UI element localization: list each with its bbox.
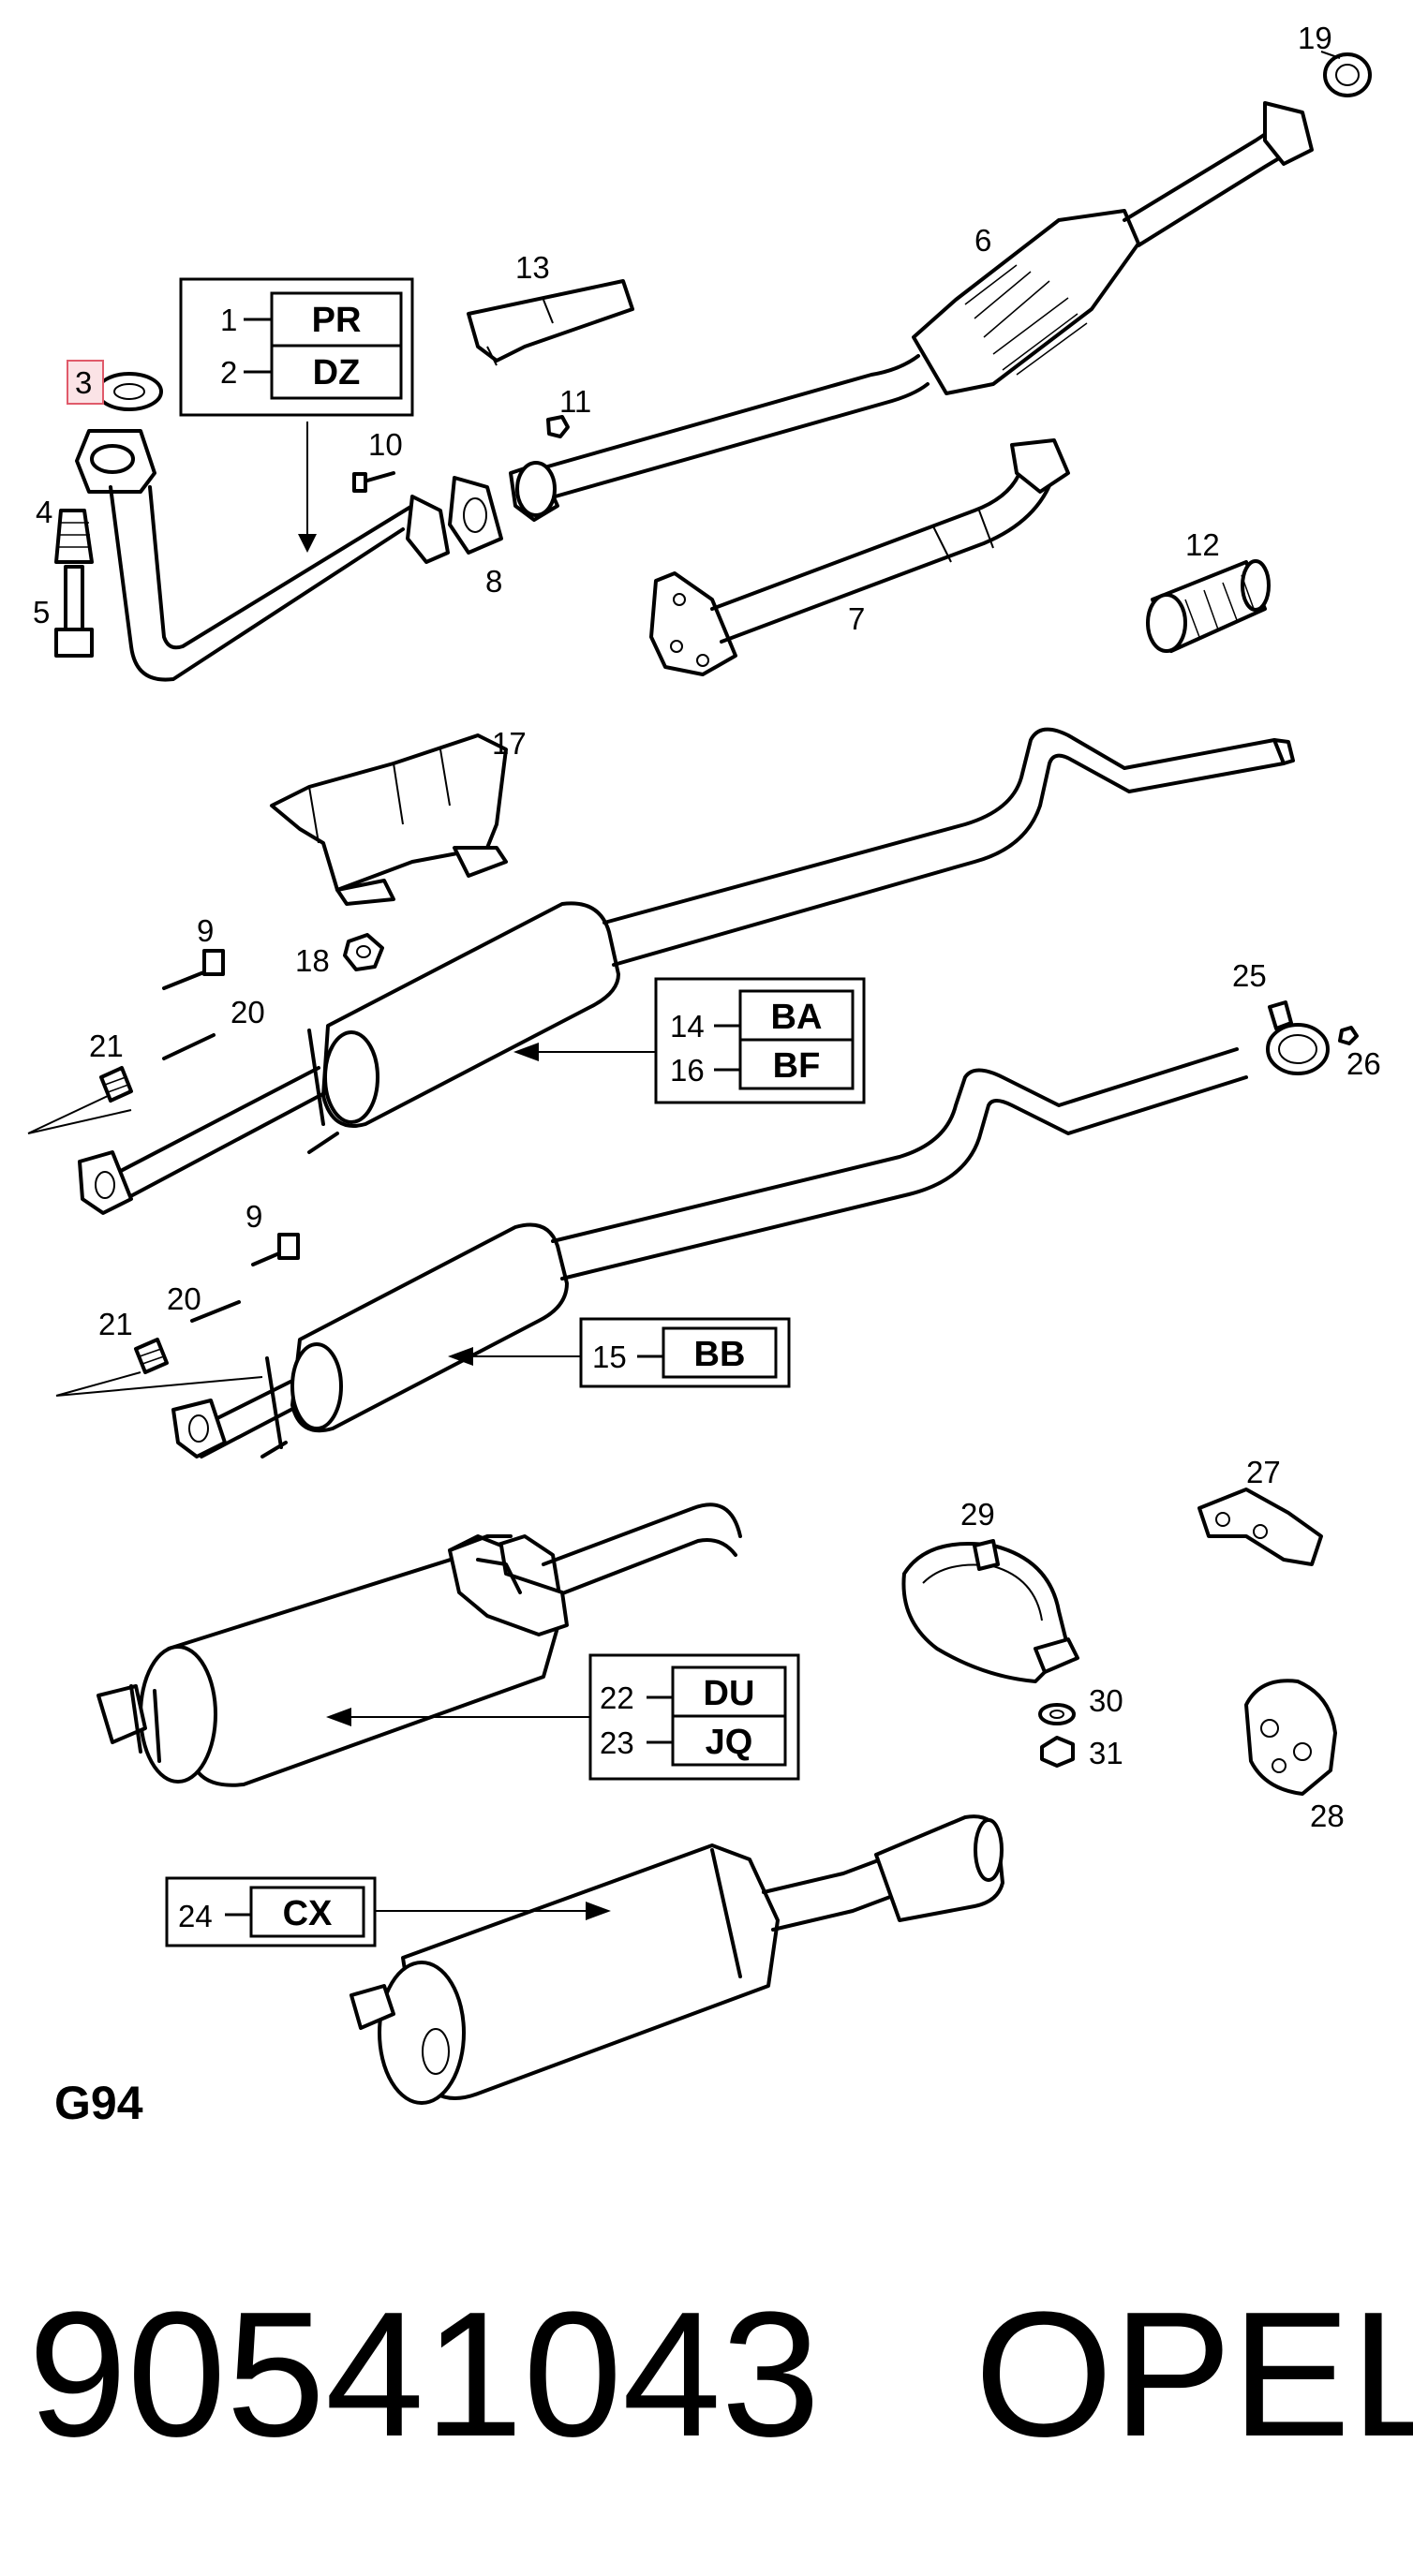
callout-23: 23 <box>600 1725 634 1760</box>
callout-3: 3 <box>75 365 92 400</box>
callout-24: 24 <box>178 1899 213 1933</box>
callout-4: 4 <box>36 495 52 529</box>
nut-21-lower <box>134 1338 169 1374</box>
code-pr: PR <box>312 301 362 340</box>
callout-22: 22 <box>600 1680 634 1715</box>
code-ba: BA <box>771 998 823 1037</box>
bracket-13 <box>467 279 634 366</box>
code-bf: BF <box>773 1046 821 1086</box>
callout-15: 15 <box>592 1340 627 1374</box>
callout-17: 17 <box>492 726 527 761</box>
spring-4 <box>54 509 94 564</box>
callout-16: 16 <box>670 1053 705 1088</box>
callout-31: 31 <box>1089 1736 1123 1770</box>
highlight-box <box>67 360 104 405</box>
variant-box-pr-dz: 1 PR 2 DZ <box>179 277 414 417</box>
callout-3-highlight[interactable]: 3 <box>67 360 104 405</box>
nut-11 <box>546 415 570 438</box>
pointer-lines-lower <box>55 1371 263 1397</box>
clamp-25 <box>1266 1000 1330 1075</box>
callout-27: 27 <box>1246 1455 1281 1489</box>
bolt-9-lower <box>251 1233 300 1266</box>
brand-name: OPEL <box>974 2275 1413 2474</box>
callout-26: 26 <box>1346 1046 1381 1081</box>
clamp-29 <box>901 1539 1079 1683</box>
callout-2: 2 <box>220 355 237 390</box>
variant-box-cx: 24 CX <box>165 1876 377 1947</box>
code-dz: DZ <box>313 353 361 392</box>
washer-30 <box>1038 1703 1076 1725</box>
callout-21-upper: 21 <box>89 1029 124 1063</box>
callout-9-lower: 9 <box>245 1199 262 1234</box>
code-cx: CX <box>283 1894 333 1933</box>
rubber-mount-27 <box>1197 1488 1323 1566</box>
variant-box-du-jq: 22 DU 23 JQ <box>588 1653 800 1781</box>
callout-18: 18 <box>295 943 330 978</box>
callout-20-upper: 20 <box>231 995 265 1029</box>
callout-10: 10 <box>368 427 403 462</box>
gasket-3 <box>96 372 163 411</box>
catalytic-converter-6 <box>509 101 1314 522</box>
callout-7: 7 <box>848 601 865 636</box>
callout-14: 14 <box>670 1009 705 1044</box>
bolt-5 <box>54 565 94 658</box>
callout-29: 29 <box>960 1497 995 1532</box>
bolt-9-upper <box>162 949 225 990</box>
bolt-10 <box>352 471 395 493</box>
callout-labels: 4 5 6 7 8 9 10 11 12 13 17 18 19 20 21 2… <box>33 21 1381 1833</box>
callout-8: 8 <box>485 564 502 599</box>
diagram-code: G94 <box>54 2077 143 2129</box>
code-jq: JQ <box>706 1723 753 1762</box>
front-pipe-7 <box>649 438 1070 676</box>
callout-25: 25 <box>1232 958 1267 993</box>
heat-shield-17 <box>270 733 508 906</box>
callout-30: 30 <box>1089 1683 1123 1718</box>
gasket-8 <box>448 476 503 555</box>
variant-box-ba-bf: 14 BA 16 BF <box>654 977 866 1104</box>
code-du: DU <box>704 1674 755 1713</box>
code-bb: BB <box>694 1335 746 1374</box>
callout-28: 28 <box>1310 1799 1345 1833</box>
callout-11: 11 <box>559 384 591 419</box>
nut-31 <box>1040 1736 1075 1768</box>
callout-6: 6 <box>974 223 991 258</box>
seal-ring-19 <box>1323 52 1372 97</box>
callout-20-lower: 20 <box>167 1281 201 1316</box>
callout-12: 12 <box>1185 527 1220 562</box>
callout-19: 19 <box>1298 21 1332 55</box>
callout-5: 5 <box>33 595 50 629</box>
rear-silencer-24 <box>350 1814 1004 2105</box>
nut-26 <box>1338 1026 1359 1045</box>
nut-18 <box>343 933 384 971</box>
center-silencer-14-16 <box>78 727 1295 1215</box>
variant-box-bb: 15 BB <box>579 1317 791 1388</box>
flex-pipe-12 <box>1146 559 1271 653</box>
leader-lines <box>298 51 1341 1920</box>
stud-20-upper <box>162 1033 216 1060</box>
callout-9-upper: 9 <box>197 913 214 948</box>
rubber-mount-28 <box>1244 1679 1337 1796</box>
callout-13: 13 <box>515 250 550 285</box>
callout-1: 1 <box>220 303 237 337</box>
nut-21-upper <box>99 1066 133 1103</box>
callout-21-lower: 21 <box>98 1307 133 1341</box>
rear-silencer-22-23 <box>97 1503 742 1787</box>
part-number: 90541043 <box>28 2275 820 2474</box>
pointer-lines-upper <box>27 1095 132 1134</box>
center-silencer-15 <box>171 1047 1248 1458</box>
stud-20-lower <box>190 1300 241 1323</box>
front-pipe <box>75 429 450 682</box>
